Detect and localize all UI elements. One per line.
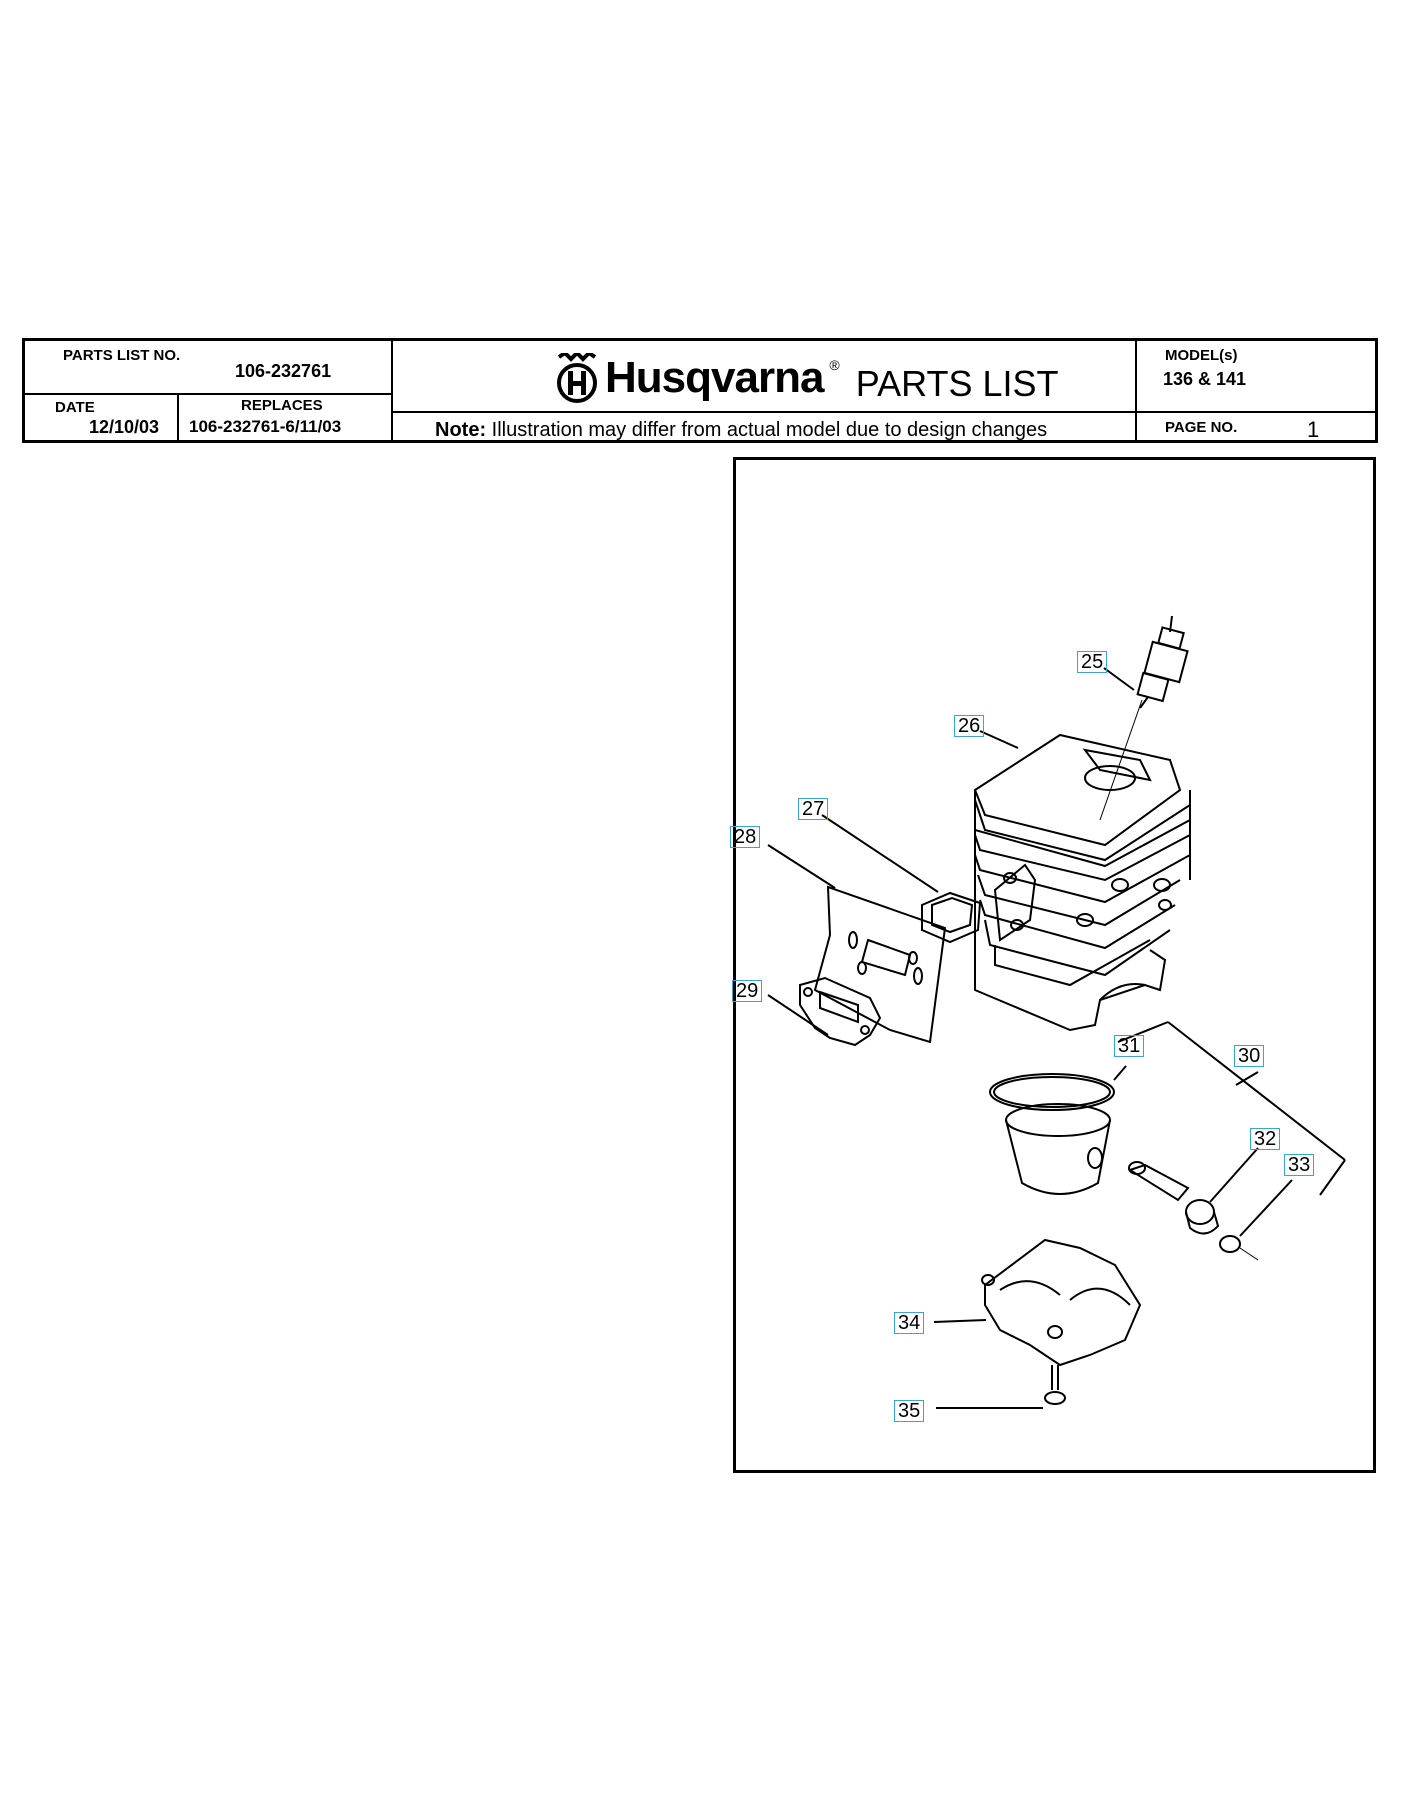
leader-line (1239, 1179, 1293, 1237)
leader-line (933, 1319, 987, 1323)
registered-mark: ® (829, 357, 840, 373)
parts-list-no: 106-232761 (235, 361, 332, 381)
page-no: 1 (1307, 417, 1320, 442)
piston (1005, 1103, 1111, 1195)
exploded-view-frame (733, 457, 1376, 1473)
callout-27: 27 (798, 798, 829, 820)
leader-line (767, 994, 829, 1036)
callout-25: 25 (1077, 651, 1108, 673)
callout-30: 30 (1234, 1045, 1265, 1067)
leader-line (1117, 1021, 1169, 1043)
page-no-label: PAGE NO. (1165, 419, 1238, 436)
date-label: DATE (55, 399, 95, 416)
callout-29: 29 (732, 980, 763, 1002)
circlip (1219, 1235, 1241, 1253)
brand-title: Husqvarna ® PARTS LIST (555, 349, 1058, 407)
note: Note: Illustration may differ from actua… (435, 419, 1047, 442)
replaces-value: 106-232761-6/11/03 (189, 417, 342, 436)
leader-line (1113, 1065, 1127, 1081)
date-value: 12/10/03 (89, 417, 160, 437)
leader-line (1099, 699, 1143, 821)
kit-bracket (1319, 1159, 1346, 1196)
piston-ring (989, 1073, 1115, 1111)
callout-28: 28 (730, 826, 761, 848)
leader-line (1209, 1147, 1259, 1203)
header-divider (1135, 341, 1137, 440)
heat-shield-plate (813, 885, 947, 1044)
spark-plug (1136, 615, 1189, 709)
header-divider (391, 341, 393, 440)
note-label: Note: (435, 419, 487, 441)
callout-31: 31 (1114, 1035, 1145, 1057)
callout-33: 33 (1284, 1154, 1315, 1176)
leader-line (979, 730, 1019, 749)
husqvarna-crown-h-icon (557, 353, 597, 403)
leader-line (767, 844, 836, 889)
leader-line (821, 814, 939, 893)
header-divider (25, 393, 391, 395)
header-divider (177, 395, 179, 440)
header-divider (1135, 411, 1375, 413)
leader-line (1103, 667, 1135, 691)
crankcase-half (981, 1238, 1142, 1367)
kit-bracket (1167, 1021, 1346, 1161)
cylinder (973, 733, 1191, 1032)
intake-adapter (921, 891, 982, 944)
models-label: MODEL(s) (1165, 347, 1238, 364)
gasket (799, 976, 882, 1047)
piston-ring (993, 1076, 1111, 1108)
parts-list-title: PARTS LIST (855, 363, 1059, 404)
screw (1044, 1365, 1066, 1405)
needle-bearing (1185, 1199, 1220, 1235)
parts-list-header: PARTS LIST NO. 106-232761 DATE 12/10/03 … (22, 338, 1378, 443)
piston-pin (1127, 1161, 1190, 1202)
replaces-label: REPLACES (241, 397, 323, 414)
callout-26: 26 (954, 715, 985, 737)
callout-34: 34 (894, 1312, 925, 1334)
brand-name: Husqvarna (605, 353, 824, 402)
callout-32: 32 (1250, 1128, 1281, 1150)
callout-35: 35 (894, 1400, 925, 1422)
parts-list-no-label: PARTS LIST NO. (63, 347, 181, 364)
leader-line (1235, 1071, 1259, 1086)
models-value: 136 & 141 (1163, 369, 1247, 389)
header-divider (391, 411, 1135, 413)
note-text: Illustration may differ from actual mode… (491, 419, 1048, 441)
leader-line (1239, 1247, 1259, 1261)
